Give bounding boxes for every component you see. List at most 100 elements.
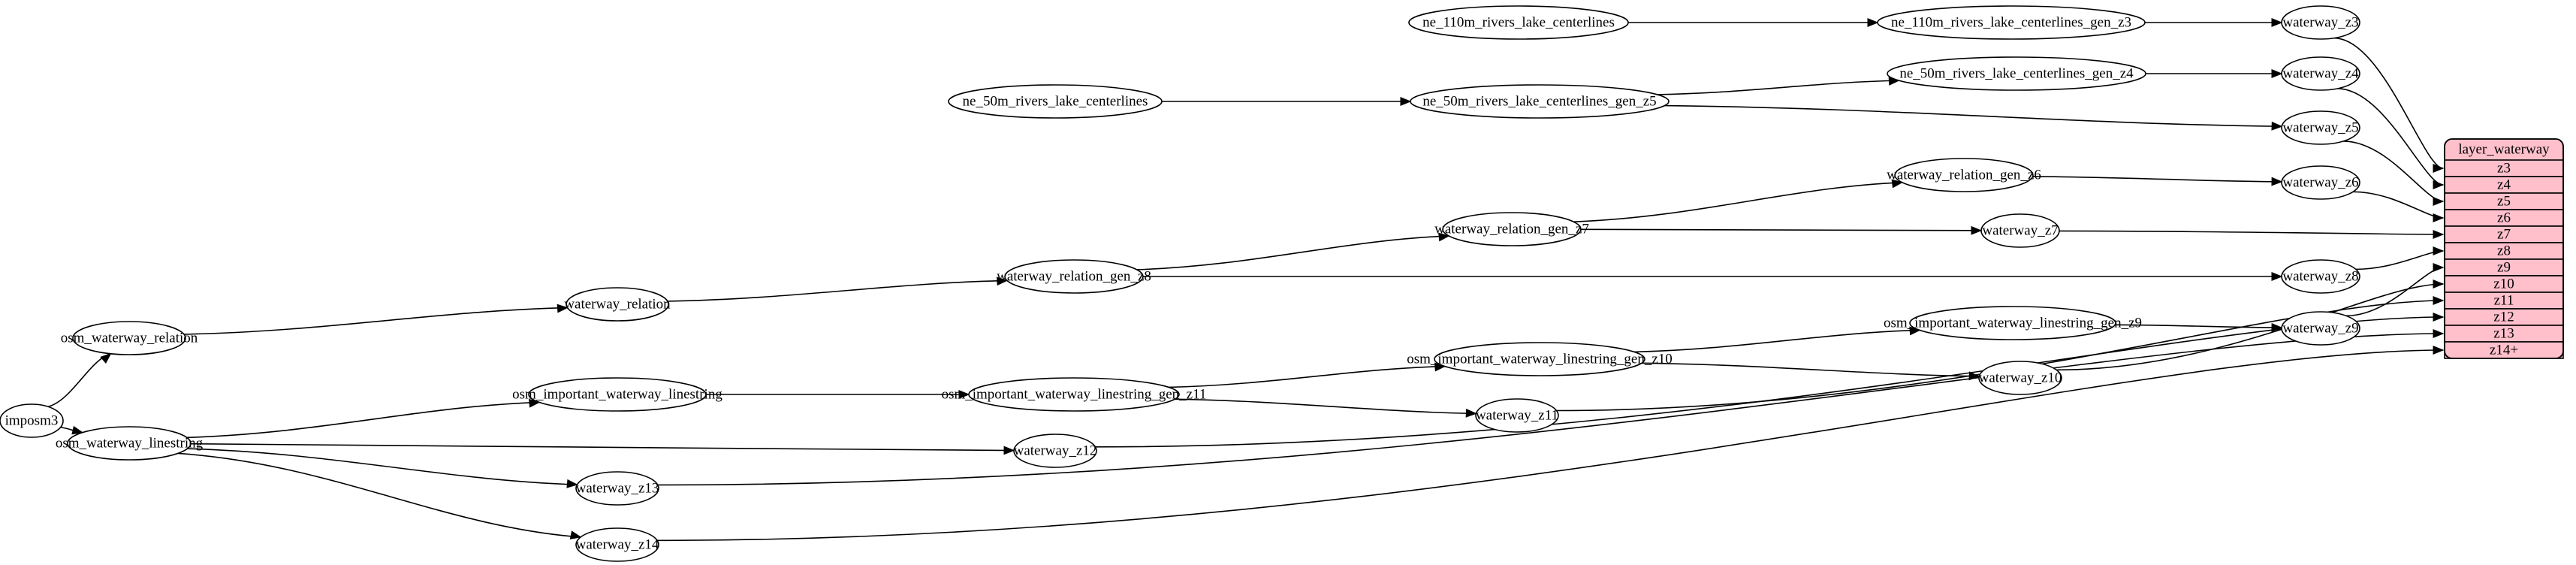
table-border [2444,138,2564,359]
node-shape-waterway_z14[interactable] [575,527,659,562]
node-shape-waterway_relation_gen_z6[interactable] [1894,158,2034,192]
edge-osm_important_waterway_linestring_gen_z11-to-waterway_z11 [1175,398,1477,415]
arrow-head [100,352,112,364]
node-shape-waterway_z5[interactable] [2281,110,2360,145]
node-shape-ne_50m_rivers_lake_centerlines_gen_z5[interactable] [1410,84,1670,119]
node-shape-waterway_z9[interactable] [2281,311,2360,346]
node-waterway_z12[interactable]: waterway_z12 [1013,434,1097,468]
node-shape-waterway_z12[interactable] [1013,434,1097,468]
table-row-z9[interactable] [2444,258,2564,276]
node-ne_110m_rivers_lake_centerlines_gen_z3[interactable]: ne_110m_rivers_lake_centerlines_gen_z3 [1877,5,2146,40]
arrow-head [2271,121,2283,131]
node-shape-waterway_relation[interactable] [566,287,669,322]
table-row-z8[interactable] [2444,242,2564,260]
table-row-z10[interactable] [2444,275,2564,293]
node-waterway_z10[interactable]: waterway_z10 [1978,361,2062,395]
node-shape-waterway_z13[interactable] [575,471,659,506]
node-shape-waterway_z7[interactable] [1980,213,2060,248]
table-row-z5[interactable] [2444,192,2564,210]
edge-waterway_z3-to-layer_waterway.z3 [2333,37,2444,169]
edge-waterway_relation_gen_z7-to-waterway_relation_gen_z6 [1573,182,1902,222]
node-osm_important_waterway_linestring_gen_z10[interactable]: osm_important_waterway_linestring_gen_z1… [1407,342,1673,376]
node-waterway_z14[interactable]: waterway_z14 [575,527,659,562]
arrow-head [2433,246,2445,255]
node-waterway_z8[interactable]: waterway_z8 [2281,259,2360,294]
node-shape-osm_important_waterway_linestring_gen_z11[interactable] [968,377,1180,412]
node-waterway_z7[interactable]: waterway_z7 [1980,213,2060,248]
node-osm_important_waterway_linestring[interactable]: osm_important_waterway_linestring [512,377,722,412]
node-osm_important_waterway_linestring_gen_z9[interactable]: osm_important_waterway_linestring_gen_z9 [1884,306,2142,340]
arrow-head [566,479,578,488]
node-waterway_relation_gen_z8[interactable]: waterway_relation_gen_z8 [997,259,1151,294]
node-shape-waterway_z4[interactable] [2281,56,2360,91]
arrow-head [1971,225,1983,235]
edge-waterway_z9-to-layer_waterway.z9 [2345,267,2444,317]
node-shape-imposm3[interactable] [0,403,64,438]
table-row-z12[interactable] [2444,308,2564,326]
node-shape-osm_important_waterway_linestring[interactable] [528,377,707,412]
node-shape-ne_50m_rivers_lake_centerlines_gen_z4[interactable] [1887,56,2146,91]
arrow-head [2433,230,2445,239]
node-shape-osm_important_waterway_linestring_gen_z9[interactable] [1909,306,2116,340]
arrow-head [2271,177,2283,186]
edge-osm_waterway_linestring-to-osm_important_waterway_linestring [186,401,540,439]
node-shape-ne_50m_rivers_lake_centerlines[interactable] [948,84,1163,119]
node-shape-osm_waterway_linestring[interactable] [67,426,192,461]
node-osm_waterway_relation[interactable]: osm_waterway_relation [61,321,198,355]
node-osm_important_waterway_linestring_gen_z11[interactable]: osm_important_waterway_linestring_gen_z1… [942,377,1207,412]
edge-waterway_relation_gen_z6-to-waterway_z6 [2032,176,2282,183]
node-imposm3[interactable]: imposm3 [0,403,64,438]
node-shape-waterway_relation_gen_z8[interactable] [1004,259,1144,294]
node-ne_50m_rivers_lake_centerlines_gen_z4[interactable]: ne_50m_rivers_lake_centerlines_gen_z4 [1887,56,2146,91]
edge-osm_important_waterway_linestring_gen_z9-to-waterway_z9 [2115,324,2282,328]
node-ne_50m_rivers_lake_centerlines[interactable]: ne_50m_rivers_lake_centerlines [948,84,1163,119]
table-row-z14+[interactable] [2444,341,2564,359]
edge-waterway_z8-to-layer_waterway.z8 [2355,250,2444,270]
edge-waterway_z6-to-layer_waterway.z6 [2353,191,2444,219]
node-shape-waterway_z3[interactable] [2281,5,2360,40]
edge-waterway_relation-to-waterway_relation_gen_z8 [667,279,1007,302]
arrow-head [1891,179,1904,189]
node-ne_50m_rivers_lake_centerlines_gen_z5[interactable]: ne_50m_rivers_lake_centerlines_gen_z5 [1410,84,1670,119]
node-shape-waterway_relation_gen_z7[interactable] [1442,212,1582,246]
edge-osm_waterway_linestring-to-waterway_z13 [187,448,578,485]
node-shape-waterway_z8[interactable] [2281,259,2360,294]
node-waterway_z5[interactable]: waterway_z5 [2281,110,2360,145]
node-shape-waterway_z10[interactable] [1978,361,2062,395]
edge-waterway_z13-to-layer_waterway.z13 [657,333,2444,486]
node-ne_110m_rivers_lake_centerlines[interactable]: ne_110m_rivers_lake_centerlines [1408,5,1629,40]
edge-waterway_relation_gen_z8-to-waterway_relation_gen_z7 [1136,235,1449,270]
node-waterway_z9[interactable]: waterway_z9 [2281,311,2360,346]
edge-ne_50m_rivers_lake_centerlines_gen_z5-to-waterway_z5 [1664,104,2282,128]
node-shape-waterway_z6[interactable] [2281,165,2360,200]
arrow-head [2271,69,2283,78]
node-waterway_z11[interactable]: waterway_z11 [1475,398,1559,433]
table-row-z7[interactable] [2444,225,2564,243]
table-row-z11[interactable] [2444,292,2564,310]
node-waterway_z6[interactable]: waterway_z6 [2281,165,2360,200]
node-waterway_z4[interactable]: waterway_z4 [2281,56,2360,91]
table-row-z6[interactable] [2444,209,2564,227]
node-waterway_relation_gen_z6[interactable]: waterway_relation_gen_z6 [1887,158,2041,192]
node-shape-ne_110m_rivers_lake_centerlines_gen_z3[interactable] [1877,5,2146,40]
edge-waterway_z14-to-layer_waterway.z14+ [657,349,2444,542]
edges-layer [47,18,2445,542]
table-row-z3[interactable] [2444,159,2564,177]
node-shape-osm_waterway_relation[interactable] [72,321,186,355]
table-row-z4[interactable] [2444,176,2564,194]
node-shape-osm_important_waterway_linestring_gen_z10[interactable] [1434,342,1645,376]
edge-waterway_z7-to-layer_waterway.z7 [2059,230,2444,235]
arrow-head [2433,180,2445,189]
node-waterway_z13[interactable]: waterway_z13 [575,471,659,506]
node-shape-waterway_z11[interactable] [1475,398,1559,433]
edge-osm_waterway_relation-to-waterway_relation [183,307,568,335]
arrow-head [1438,232,1450,242]
edge-waterway_z12-to-layer_waterway.z12 [1095,316,2444,448]
node-waterway_z3[interactable]: waterway_z3 [2281,5,2360,40]
table-row-z13[interactable] [2444,325,2564,343]
node-shape-ne_110m_rivers_lake_centerlines[interactable] [1408,5,1629,40]
arrow-head [557,304,569,313]
node-waterway_relation[interactable]: waterway_relation [564,287,671,322]
node-waterway_relation_gen_z7[interactable]: waterway_relation_gen_z7 [1434,212,1589,246]
